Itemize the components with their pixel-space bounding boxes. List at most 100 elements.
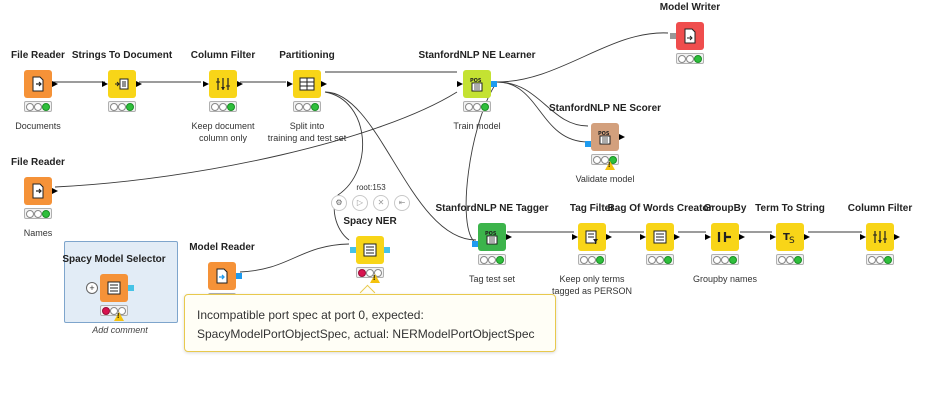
file-reader-icon[interactable] bbox=[24, 70, 58, 98]
connection[interactable] bbox=[465, 81, 498, 244]
configure-icon[interactable]: ⚙ bbox=[331, 195, 347, 211]
status-light bbox=[496, 255, 504, 264]
in-port[interactable] bbox=[350, 247, 356, 253]
in-port[interactable] bbox=[102, 81, 108, 87]
add-comment-label[interactable]: Add comment bbox=[92, 325, 148, 335]
node-comment[interactable]: Tag test set bbox=[417, 273, 567, 285]
in-port[interactable] bbox=[670, 33, 676, 39]
connection[interactable] bbox=[324, 91, 477, 241]
in-port[interactable] bbox=[585, 141, 591, 147]
in-port[interactable] bbox=[287, 81, 293, 87]
in-port[interactable] bbox=[572, 234, 578, 240]
cancel-icon[interactable]: ✕ bbox=[373, 195, 389, 211]
status-light bbox=[211, 102, 219, 111]
out-port[interactable] bbox=[321, 81, 327, 87]
out-port[interactable] bbox=[128, 285, 134, 291]
out-port[interactable] bbox=[739, 234, 745, 240]
connection[interactable] bbox=[496, 32, 669, 83]
status-light bbox=[580, 255, 588, 264]
out-port[interactable] bbox=[606, 234, 612, 240]
in-port[interactable] bbox=[705, 234, 711, 240]
partitioning-icon[interactable] bbox=[287, 70, 327, 98]
strings-to-document-icon[interactable] bbox=[102, 70, 142, 98]
connection[interactable] bbox=[496, 81, 589, 127]
out-port[interactable] bbox=[506, 234, 512, 240]
node-column-filter-2[interactable]: Column Filter bbox=[805, 203, 945, 265]
in-port[interactable] bbox=[472, 241, 478, 247]
node-comment[interactable]: Names bbox=[0, 227, 113, 239]
node-stanford-ne-scorer[interactable]: StanfordNLP NE ScorerPOSValidate model bbox=[530, 103, 680, 185]
out-port[interactable] bbox=[237, 81, 243, 87]
bag-of-words-icon[interactable] bbox=[640, 223, 680, 251]
out-port[interactable] bbox=[894, 234, 900, 240]
out-port[interactable] bbox=[52, 188, 58, 194]
groupby-icon[interactable] bbox=[705, 223, 745, 251]
node-comment[interactable]: Train model bbox=[402, 120, 552, 132]
tag-filter-icon[interactable] bbox=[572, 223, 612, 251]
model-reader-icon[interactable] bbox=[208, 262, 242, 290]
status-light bbox=[34, 102, 42, 111]
reset-icon[interactable]: ⇤ bbox=[394, 195, 410, 211]
pos-tagger-icon[interactable]: POS bbox=[472, 223, 512, 251]
spacy-model-selector-icon[interactable]: + bbox=[86, 274, 134, 302]
connection[interactable] bbox=[239, 243, 350, 273]
status-indicator bbox=[578, 254, 606, 265]
in-port[interactable] bbox=[640, 234, 646, 240]
in-port[interactable] bbox=[860, 234, 866, 240]
out-port[interactable] bbox=[52, 81, 58, 87]
execute-icon[interactable]: ▷ bbox=[352, 195, 368, 211]
column-filter-icon[interactable] bbox=[860, 223, 900, 251]
node-bag-of-words[interactable]: Bag Of Words Creator bbox=[585, 203, 735, 265]
model-writer-icon[interactable] bbox=[670, 22, 704, 50]
spacy-ner-icon[interactable] bbox=[350, 236, 390, 264]
out-port[interactable] bbox=[136, 81, 142, 87]
out-port[interactable] bbox=[236, 273, 242, 279]
out-port[interactable] bbox=[804, 234, 810, 240]
pos-scorer-icon[interactable]: POS bbox=[585, 123, 625, 151]
node-spacy-model-selector[interactable]: Spacy Model Selector+ bbox=[39, 254, 189, 321]
add-port-icon[interactable]: + bbox=[86, 282, 98, 294]
node-title: Partitioning bbox=[279, 50, 335, 61]
node-spacer bbox=[232, 62, 382, 70]
out-port[interactable] bbox=[384, 247, 390, 253]
node-spacy-ner[interactable]: Spacy NER bbox=[295, 216, 445, 283]
node-comment[interactable]: Validate model bbox=[530, 173, 680, 185]
connection[interactable] bbox=[496, 81, 589, 143]
file-reader-icon[interactable] bbox=[24, 177, 58, 205]
in-port[interactable] bbox=[770, 234, 776, 240]
node-title: Tag Filter bbox=[569, 203, 615, 214]
status-light bbox=[480, 255, 488, 264]
out-port[interactable] bbox=[619, 134, 625, 140]
in-port[interactable] bbox=[203, 81, 209, 87]
status-light bbox=[473, 102, 481, 111]
node-comment[interactable]: Documents bbox=[0, 120, 113, 132]
status-light bbox=[34, 209, 42, 218]
out-port[interactable] bbox=[491, 81, 497, 87]
node-title: Model Writer bbox=[659, 2, 721, 13]
node-strings-to-document[interactable]: Strings To Document bbox=[47, 50, 197, 112]
node-model-writer[interactable]: Model Writer bbox=[615, 2, 765, 64]
out-port[interactable] bbox=[674, 234, 680, 240]
pos-learner-icon[interactable]: POS bbox=[457, 70, 497, 98]
in-port[interactable] bbox=[457, 81, 463, 87]
connection[interactable] bbox=[324, 91, 364, 241]
node-spacer bbox=[39, 266, 189, 274]
connection[interactable] bbox=[54, 91, 458, 188]
column-filter-icon[interactable] bbox=[203, 70, 243, 98]
status-indicator bbox=[463, 101, 491, 112]
node-comment[interactable]: Groupby names bbox=[650, 273, 800, 285]
